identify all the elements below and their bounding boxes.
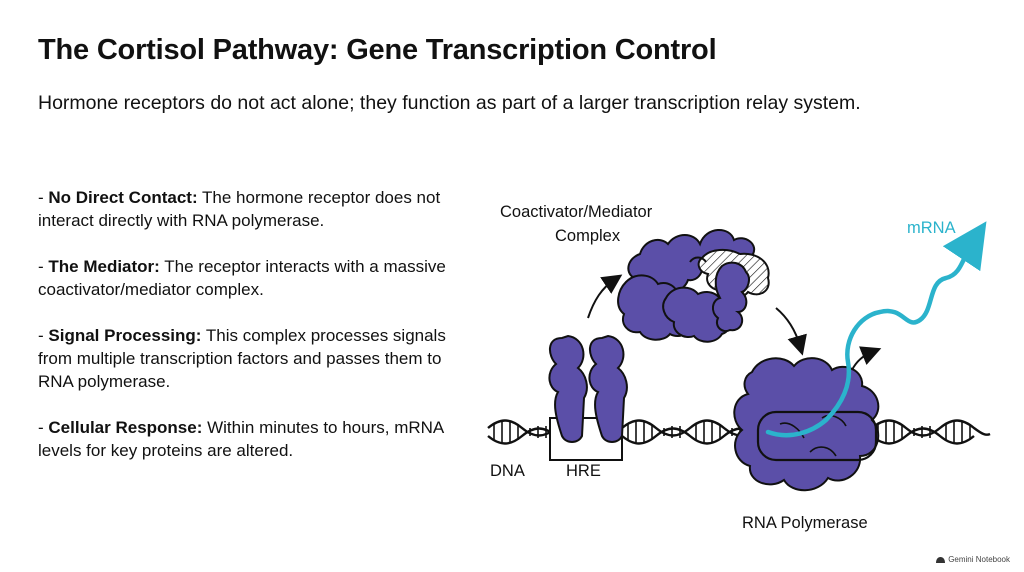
bullet-list: - No Direct Contact: The hormone recepto…: [38, 186, 468, 485]
bullet-cellular-response: - Cellular Response: Within minutes to h…: [38, 418, 444, 460]
arrow-to-mediator: [587, 274, 623, 319]
footer-brand-text: Gemini Notebook: [948, 555, 1010, 564]
polymerase-dna-channel: [756, 410, 878, 462]
arrow-transcription-out: [851, 346, 882, 371]
bullet-text: The receptor interacts with a massive co…: [38, 257, 446, 299]
polymerase-label: RNA Polymerase: [742, 514, 868, 532]
slide-title: The Cortisol Pathway: Gene Transcription…: [38, 34, 717, 66]
bullet-no-direct-contact: - No Direct Contact: The hormone recepto…: [38, 188, 441, 230]
bullet-heading: Signal Processing:: [48, 326, 202, 345]
bullet-heading: Cellular Response:: [48, 418, 203, 437]
mrna-label: mRNA: [907, 219, 956, 237]
bullet-text: The hormone receptor does not interact d…: [38, 188, 441, 230]
slide-subtitle: Hormone receptors do not act alone; they…: [38, 92, 861, 114]
footer-brand: Gemini Notebook: [936, 555, 1010, 564]
receptor-dimer: [548, 334, 628, 443]
rna-polymerase: [733, 357, 880, 492]
bullet-the-mediator: - The Mediator: The receptor interacts w…: [38, 257, 446, 299]
notebook-logo-icon: [936, 556, 946, 563]
dna-helix: [487, 419, 991, 445]
polymerase-inner-lines: [779, 414, 847, 457]
arrow-to-polymerase: [775, 307, 807, 356]
mrna-strand: [765, 221, 987, 438]
dna-label: DNA: [490, 462, 525, 480]
mediator-label-line1: Coactivator/Mediator: [500, 203, 653, 221]
bullet-text: This complex processes signals from mult…: [38, 326, 446, 391]
mediator-complex: [617, 229, 770, 343]
bullet-text: Within minutes to hours, mRNA levels for…: [38, 418, 444, 460]
mediator-label-line2: Complex: [555, 227, 621, 245]
bullet-heading: The Mediator:: [48, 257, 160, 276]
hre-label: HRE: [566, 462, 601, 480]
bullet-signal-processing: - Signal Processing: This complex proces…: [38, 326, 446, 391]
bullet-heading: No Direct Contact:: [48, 188, 198, 207]
